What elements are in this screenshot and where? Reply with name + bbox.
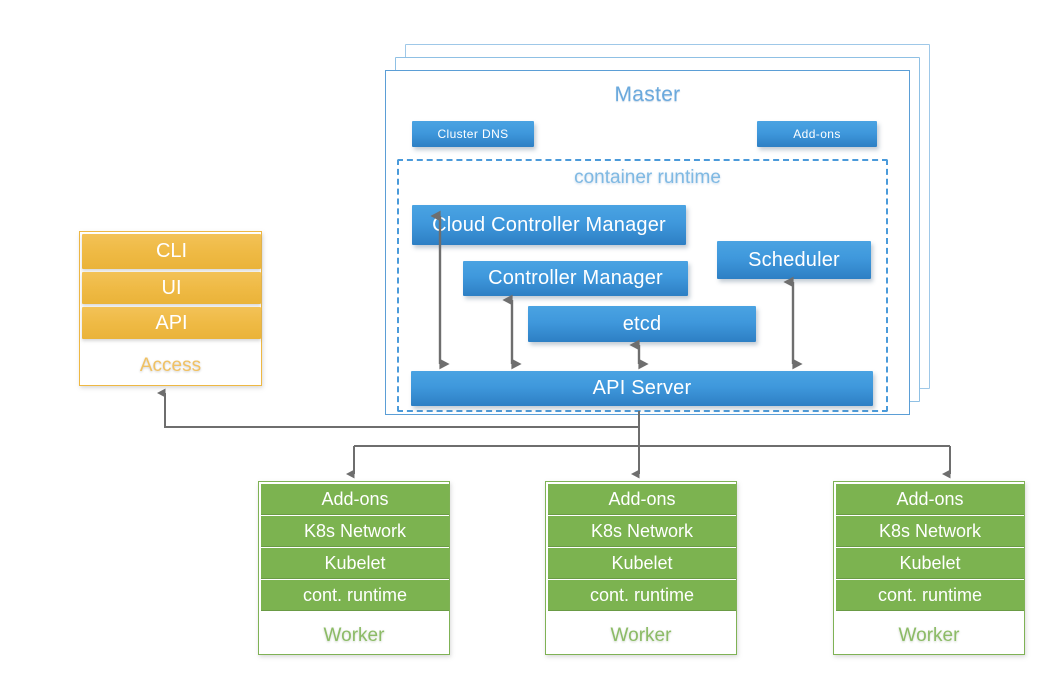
container-runtime-title: container runtime <box>574 167 721 188</box>
cluster-dns-label: Cluster DNS <box>437 127 509 141</box>
worker-2-layer-kubelet-label: Kubelet <box>611 552 673 573</box>
worker-node-2-label: Worker <box>610 625 672 646</box>
worker-1-layer-runtime-label: cont. runtime <box>302 584 408 605</box>
worker-2-layer-runtime[interactable]: cont. runtime <box>548 580 736 611</box>
api-server-box[interactable]: API Server <box>411 371 873 406</box>
worker-1-layer-network[interactable]: K8s Network <box>261 516 449 547</box>
access-item-ui[interactable]: UI <box>82 272 261 304</box>
worker-3-layer-runtime[interactable]: cont. runtime <box>836 580 1024 611</box>
master-panel[interactable]: Master Cluster DNS Add-ons container run… <box>385 70 910 415</box>
cloud-controller-manager-box[interactable]: Cloud Controller Manager <box>412 205 686 245</box>
scheduler-box[interactable]: Scheduler <box>717 241 871 279</box>
worker-3-layer-addons[interactable]: Add-ons <box>836 484 1024 515</box>
etcd-label: etcd <box>622 312 662 335</box>
worker-3-layer-kubelet-label: Kubelet <box>899 552 961 573</box>
access-item-api[interactable]: API <box>82 307 261 339</box>
worker-1-layer-kubelet[interactable]: Kubelet <box>261 548 449 579</box>
worker-1-layer-kubelet-label: Kubelet <box>324 552 386 573</box>
worker-3-layer-addons-label: Add-ons <box>896 488 964 509</box>
worker-node-3-label: Worker <box>898 625 960 646</box>
controller-manager-box[interactable]: Controller Manager <box>463 261 688 296</box>
access-panel-label: Access <box>139 355 202 376</box>
worker-3-layer-kubelet[interactable]: Kubelet <box>836 548 1024 579</box>
worker-3-layer-runtime-label: cont. runtime <box>877 584 983 605</box>
container-runtime-region <box>397 159 888 412</box>
worker-2-layer-network-label: K8s Network <box>590 520 694 541</box>
worker-3-layer-network[interactable]: K8s Network <box>836 516 1024 547</box>
controller-manager-label: Controller Manager <box>488 267 663 289</box>
master-addons-label: Add-ons <box>793 127 841 141</box>
worker-node-1[interactable]: Add-ons K8s Network Kubelet cont. runtim… <box>258 481 450 655</box>
worker-1-layer-addons[interactable]: Add-ons <box>261 484 449 515</box>
worker-1-layer-runtime[interactable]: cont. runtime <box>261 580 449 611</box>
scheduler-label: Scheduler <box>748 248 840 271</box>
cloud-controller-manager-label: Cloud Controller Manager <box>432 213 666 236</box>
worker-1-layer-network-label: K8s Network <box>303 520 407 541</box>
access-item-api-label: API <box>155 311 188 334</box>
worker-2-layer-addons[interactable]: Add-ons <box>548 484 736 515</box>
access-item-cli[interactable]: CLI <box>82 234 261 269</box>
access-panel[interactable]: CLI UI API Access <box>79 231 262 386</box>
cluster-dns-box[interactable]: Cluster DNS <box>412 121 534 147</box>
worker-2-layer-kubelet[interactable]: Kubelet <box>548 548 736 579</box>
master-addons-box[interactable]: Add-ons <box>757 121 877 147</box>
access-item-cli-label: CLI <box>155 240 188 262</box>
worker-node-2[interactable]: Add-ons K8s Network Kubelet cont. runtim… <box>545 481 737 655</box>
worker-2-layer-addons-label: Add-ons <box>608 488 676 509</box>
api-server-label: API Server <box>592 377 692 399</box>
worker-2-layer-runtime-label: cont. runtime <box>589 584 695 605</box>
worker-2-layer-network[interactable]: K8s Network <box>548 516 736 547</box>
master-title: Master <box>614 83 681 106</box>
worker-node-1-label: Worker <box>323 625 385 646</box>
worker-3-layer-network-label: K8s Network <box>878 520 982 541</box>
worker-1-layer-addons-label: Add-ons <box>321 488 389 509</box>
worker-node-3[interactable]: Add-ons K8s Network Kubelet cont. runtim… <box>833 481 1025 655</box>
etcd-box[interactable]: etcd <box>528 306 756 342</box>
access-item-ui-label: UI <box>161 276 182 299</box>
